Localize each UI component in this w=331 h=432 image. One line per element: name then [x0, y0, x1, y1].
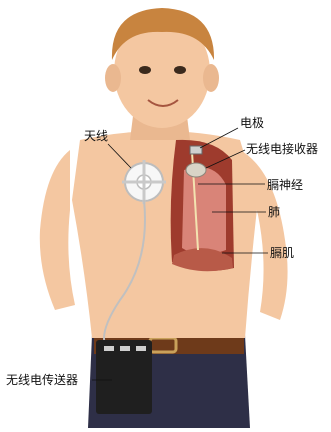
radio-receiver — [186, 163, 206, 177]
right-eye — [174, 66, 186, 74]
lung — [182, 167, 226, 254]
label-lung: 肺 — [268, 205, 280, 219]
label-transmitter: 无线电传送器 — [6, 373, 78, 387]
electrode — [190, 146, 202, 154]
left-ear — [105, 64, 121, 92]
label-diaphragm: 膈肌 — [270, 246, 294, 260]
label-electrode: 电极 — [240, 116, 264, 130]
label-antenna: 天线 — [84, 129, 108, 143]
label-phrenic-nerve: 膈神经 — [267, 178, 303, 192]
left-eye — [139, 66, 151, 74]
right-ear — [203, 64, 219, 92]
label-receiver: 无线电接收器 — [246, 142, 318, 156]
left-arm — [40, 150, 75, 310]
radio-transmitter — [96, 340, 152, 414]
